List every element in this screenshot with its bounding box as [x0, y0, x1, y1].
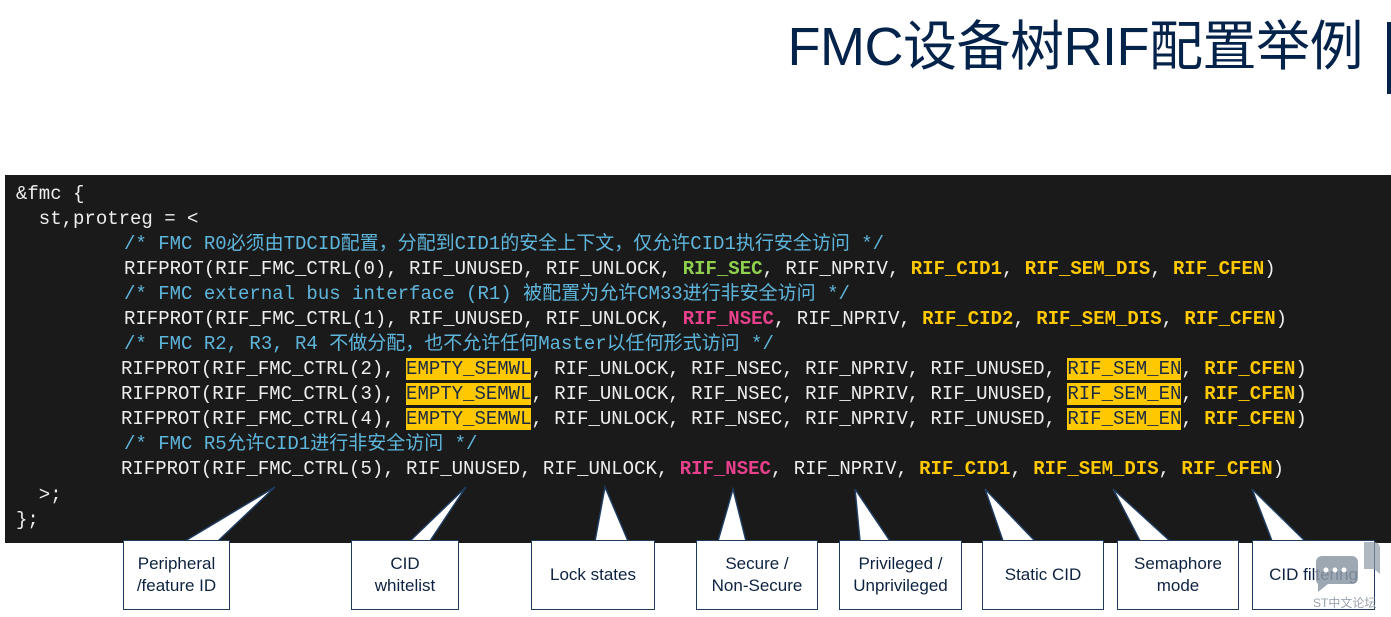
- watermark-text: ST中文论坛: [1313, 596, 1377, 610]
- whitelist-token: EMPTY_SEMWL: [406, 383, 532, 405]
- code-text: ,: [1181, 358, 1205, 380]
- code-text: ,: [1013, 308, 1037, 330]
- code-text: ,: [1181, 383, 1205, 405]
- code-row-r1: RIFPROT(RIF_FMC_CTRL(1), RIF_UNUSED, RIF…: [124, 307, 1287, 332]
- forum-chat-icon: [1316, 542, 1380, 592]
- code-text: RIFPROT(RIF_FMC_CTRL(5), RIF_UNUSED, RIF…: [121, 458, 680, 480]
- code-line-protreg: st,protreg = <: [16, 208, 199, 230]
- code-text: ): [1275, 308, 1288, 330]
- cid-token: RIF_CID2: [922, 308, 1014, 330]
- semaphore-token: RIF_SEM_DIS: [1036, 308, 1162, 330]
- callout-text: Non-Secure: [711, 576, 803, 595]
- code-comment-r0: /* FMC R0必须由TDCID配置，分配到CID1的安全上下文，仅允许CID…: [124, 233, 885, 255]
- callout-text: Unprivileged: [853, 576, 948, 595]
- callout-text: whitelist: [374, 576, 436, 595]
- code-comment-r1: /* FMC external bus interface (R1) 被配置为允…: [124, 283, 850, 305]
- code-text: ): [1295, 408, 1307, 430]
- callout-cid-whitelist: CID whitelist: [351, 540, 459, 610]
- code-text: ,: [1001, 258, 1025, 280]
- cid-token: RIF_CID1: [910, 258, 1002, 280]
- code-text: , RIF_NPRIV,: [770, 458, 920, 480]
- code-line-protreg-close: >;: [16, 484, 62, 506]
- cfen-token: RIF_CFEN: [1184, 308, 1276, 330]
- callout-text: Secure /: [725, 554, 789, 573]
- callout-text: Lock states: [550, 565, 636, 584]
- callout-peripheral-id: Peripheral/feature ID: [123, 540, 230, 610]
- whitelist-token: EMPTY_SEMWL: [406, 408, 532, 430]
- code-row-r5: RIFPROT(RIF_FMC_CTRL(5), RIF_UNUSED, RIF…: [121, 457, 1284, 482]
- code-text: ): [1295, 383, 1307, 405]
- code-row-r2: RIFPROT(RIF_FMC_CTRL(2), EMPTY_SEMWL, RI…: [121, 357, 1307, 382]
- callout-lock-states: Lock states: [531, 540, 655, 610]
- code-text: RIFPROT(RIF_FMC_CTRL(1), RIF_UNUSED, RIF…: [124, 308, 683, 330]
- code-line-close: };: [16, 509, 39, 531]
- callout-text: mode: [1156, 576, 1200, 595]
- secure-token: RIF_SEC: [682, 258, 763, 280]
- callout-text: /feature ID: [136, 576, 217, 595]
- code-text: , RIF_UNLOCK, RIF_NSEC, RIF_NPRIV, RIF_U…: [531, 408, 1068, 430]
- title-accent-bar: [1387, 22, 1391, 94]
- code-text: RIFPROT(RIF_FMC_CTRL(3),: [121, 383, 407, 405]
- cid-token: RIF_CID1: [919, 458, 1011, 480]
- semaphore-token: RIF_SEM_EN: [1067, 358, 1182, 380]
- code-row-r0: RIFPROT(RIF_FMC_CTRL(0), RIF_UNUSED, RIF…: [124, 257, 1276, 282]
- nonsecure-token: RIF_NSEC: [682, 308, 774, 330]
- cfen-token: RIF_CFEN: [1204, 358, 1296, 380]
- code-text: ): [1264, 258, 1276, 280]
- callout-secure: Secure / Non-Secure: [696, 540, 818, 610]
- callout-text: Privileged /: [858, 554, 943, 573]
- callout-text: Peripheral: [137, 554, 216, 573]
- code-text: , RIF_NPRIV,: [762, 258, 911, 280]
- code-text: RIFPROT(RIF_FMC_CTRL(0), RIF_UNUSED, RIF…: [124, 258, 683, 280]
- callout-privileged: Privileged / Unprivileged: [839, 540, 962, 610]
- cfen-token: RIF_CFEN: [1173, 258, 1265, 280]
- code-comment-r5: /* FMC R5允许CID1进行非安全访问 */: [124, 433, 478, 455]
- code-line-open: &fmc {: [16, 183, 85, 205]
- code-text: , RIF_UNLOCK, RIF_NSEC, RIF_NPRIV, RIF_U…: [531, 383, 1068, 405]
- semaphore-token: RIF_SEM_EN: [1067, 383, 1182, 405]
- semaphore-token: RIF_SEM_DIS: [1024, 258, 1151, 280]
- callout-semaphore-mode: Semaphore mode: [1117, 540, 1239, 610]
- callout-static-cid: Static CID: [982, 540, 1104, 610]
- code-text: ,: [1010, 458, 1034, 480]
- semaphore-token: RIF_SEM_DIS: [1033, 458, 1159, 480]
- code-text: , RIF_UNLOCK, RIF_NSEC, RIF_NPRIV, RIF_U…: [531, 358, 1068, 380]
- code-text: ): [1295, 358, 1307, 380]
- code-text: ,: [1150, 258, 1174, 280]
- nonsecure-token: RIF_NSEC: [679, 458, 771, 480]
- whitelist-token: EMPTY_SEMWL: [406, 358, 532, 380]
- page-title: FMC设备树RIF配置举例: [787, 17, 1364, 77]
- code-text: RIFPROT(RIF_FMC_CTRL(2),: [121, 358, 407, 380]
- code-comment-r2-r4: /* FMC R2, R3, R4 不做分配，也不允许任何Master以任何形式…: [124, 333, 774, 355]
- code-text: ,: [1158, 458, 1182, 480]
- semaphore-token: RIF_SEM_EN: [1067, 408, 1182, 430]
- code-text: ,: [1181, 408, 1205, 430]
- cfen-token: RIF_CFEN: [1204, 383, 1296, 405]
- code-row-r4: RIFPROT(RIF_FMC_CTRL(4), EMPTY_SEMWL, RI…: [121, 407, 1307, 432]
- callout-text: Semaphore: [1134, 554, 1222, 573]
- code-text: , RIF_NPRIV,: [773, 308, 923, 330]
- callout-text: CID: [390, 554, 420, 573]
- cfen-token: RIF_CFEN: [1181, 458, 1273, 480]
- callout-text: Static CID: [1004, 565, 1082, 584]
- code-row-r3: RIFPROT(RIF_FMC_CTRL(3), EMPTY_SEMWL, RI…: [121, 382, 1307, 407]
- code-text: ): [1272, 458, 1285, 480]
- code-text: RIFPROT(RIF_FMC_CTRL(4),: [121, 408, 407, 430]
- cfen-token: RIF_CFEN: [1204, 408, 1296, 430]
- device-tree-code-block: &fmc { st,protreg = < /* FMC R0必须由TDCID配…: [5, 175, 1391, 543]
- code-text: ,: [1161, 308, 1185, 330]
